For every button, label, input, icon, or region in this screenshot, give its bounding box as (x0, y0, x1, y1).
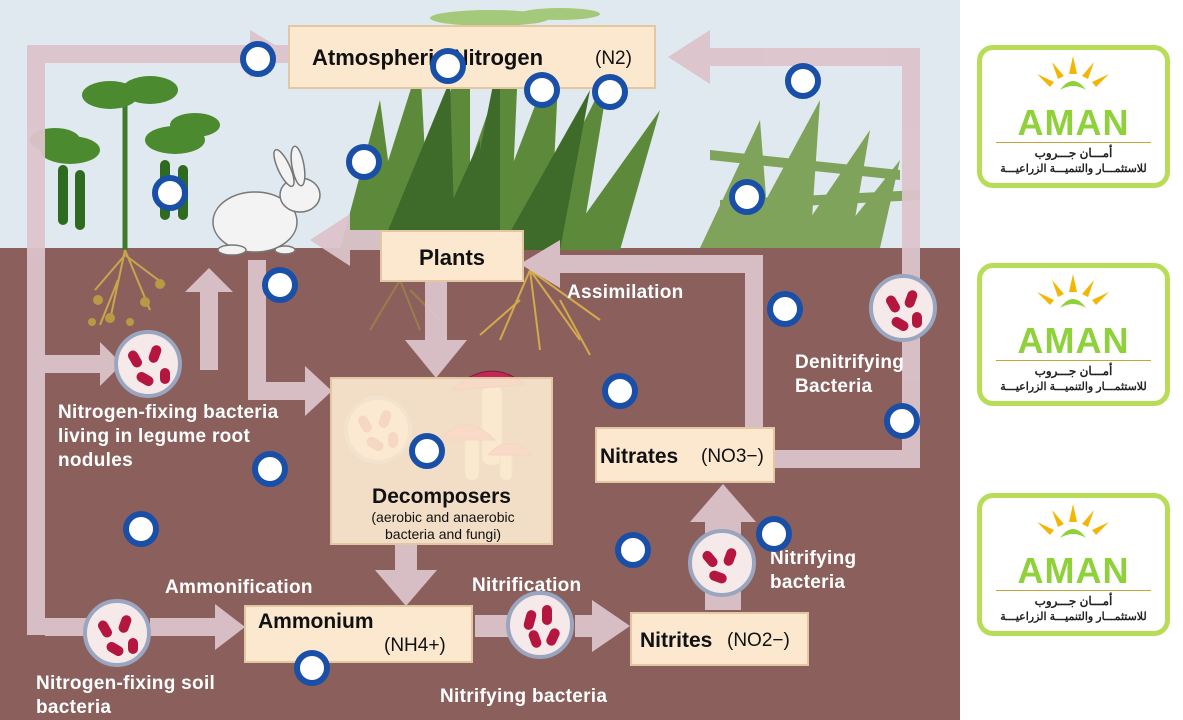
ammonification-label: Ammonification (165, 577, 313, 598)
hotspot-marker[interactable] (262, 267, 298, 303)
logo-arabic-name: أمـــان جـــروب (1034, 594, 1113, 608)
nitrites-label: Nitrites (640, 629, 713, 652)
bacteria-legume (114, 330, 182, 398)
plants-box: Plants (380, 230, 524, 282)
hotspot-marker[interactable] (123, 511, 159, 547)
aman-logo: AMAN أمـــان جـــروب للاستثمـــار والتنم… (977, 493, 1170, 636)
hotspot-marker[interactable] (430, 48, 466, 84)
hotspot-marker[interactable] (524, 72, 560, 108)
nitrogen-fixing-soil-label: Nitrogen-fixing soil bacteria (36, 673, 216, 718)
nitrogen-cycle-diagram: Atmospheric Nitrogen (N2) Plants Decompo… (0, 0, 960, 720)
logo-wordmark: AMAN (1017, 320, 1130, 361)
hotspot-marker[interactable] (294, 650, 330, 686)
nitrates-box: Nitrates (NO3−) (595, 427, 775, 483)
aman-logo: AMAN أمـــان جـــروب للاستثمـــار والتنم… (977, 263, 1170, 406)
bacteria-nitrifying (688, 529, 756, 597)
nitrifying-bacteria-right-label: Nitrifying bacteria (770, 548, 857, 593)
logo-arabic-name: أمـــان جـــروب (1034, 146, 1113, 160)
plant-roots (479, 269, 601, 356)
logo-arabic-tagline: للاستثمـــار والتنميـــة الزراعيـــة (1000, 163, 1147, 175)
assimilation-label: Assimilation (567, 282, 684, 303)
nitrogen-fixing-legume-label: Nitrogen-fixing bacteria living in legum… (58, 402, 279, 471)
logo-arabic-tagline: للاستثمـــار والتنميـــة الزراعيـــة (1000, 381, 1147, 393)
hotspot-marker[interactable] (592, 74, 628, 110)
logo-divider (996, 360, 1151, 361)
logo-divider (996, 590, 1151, 591)
logo-arabic-tagline: للاستثمـــار والتنميـــة الزراعيـــة (1000, 611, 1147, 623)
hotspot-marker[interactable] (785, 63, 821, 99)
hotspot-marker[interactable] (602, 373, 638, 409)
decomposers-description: (aerobic and anaerobic bacteria and fung… (371, 509, 515, 542)
nitrites-box: Nitrites (NO2−) (630, 612, 809, 666)
decomposers-box: Decomposers (aerobic and anaerobic bacte… (330, 377, 553, 545)
hotspot-marker[interactable] (240, 41, 276, 77)
decomposers-label: Decomposers (372, 485, 511, 508)
ammonium-label: Ammonium (258, 610, 374, 633)
plants-label: Plants (418, 245, 486, 270)
hotspot-marker[interactable] (884, 403, 920, 439)
hotspot-marker[interactable] (409, 433, 445, 469)
rabbit-illustration (212, 145, 321, 256)
atmospheric-nitrogen-box: Atmospheric Nitrogen (N2) (288, 25, 656, 89)
nitrates-label: Nitrates (600, 445, 679, 468)
logo-wordmark: AMAN (1017, 550, 1130, 591)
atmospheric-nitrogen-label: Atmospheric Nitrogen (312, 45, 544, 70)
atmospheric-nitrogen-formula: (N2) (595, 48, 632, 69)
ammonium-box: Ammonium (NH4+) (244, 605, 473, 663)
sun-icon (1037, 56, 1109, 90)
ammonium-formula: (NH4+) (384, 635, 446, 656)
aman-logo: AMAN أمـــان جـــروب للاستثمـــار والتنم… (977, 45, 1170, 188)
hotspot-marker[interactable] (346, 144, 382, 180)
hotspot-marker[interactable] (767, 291, 803, 327)
logo-divider (996, 142, 1151, 143)
logo-arabic-name: أمـــان جـــروب (1034, 364, 1113, 378)
logo-wordmark: AMAN (1017, 102, 1130, 143)
hotspot-marker[interactable] (729, 179, 765, 215)
hotspot-marker[interactable] (252, 451, 288, 487)
hotspot-marker[interactable] (756, 516, 792, 552)
bacteria-nitrification (506, 591, 574, 659)
sun-icon (1037, 274, 1109, 308)
nitrifying-bacteria-bottom-label: Nitrifying bacteria (440, 686, 608, 707)
nitrates-formula: (NO3−) (701, 446, 764, 467)
nitrification-label: Nitrification (472, 575, 582, 596)
hotspot-marker[interactable] (152, 175, 188, 211)
hotspot-marker[interactable] (615, 532, 651, 568)
sun-icon (1037, 504, 1109, 538)
denitrifying-label: Denitrifying Bacteria (795, 352, 905, 397)
shrub-illustration (700, 100, 920, 248)
nitrites-formula: (NO2−) (727, 630, 790, 651)
